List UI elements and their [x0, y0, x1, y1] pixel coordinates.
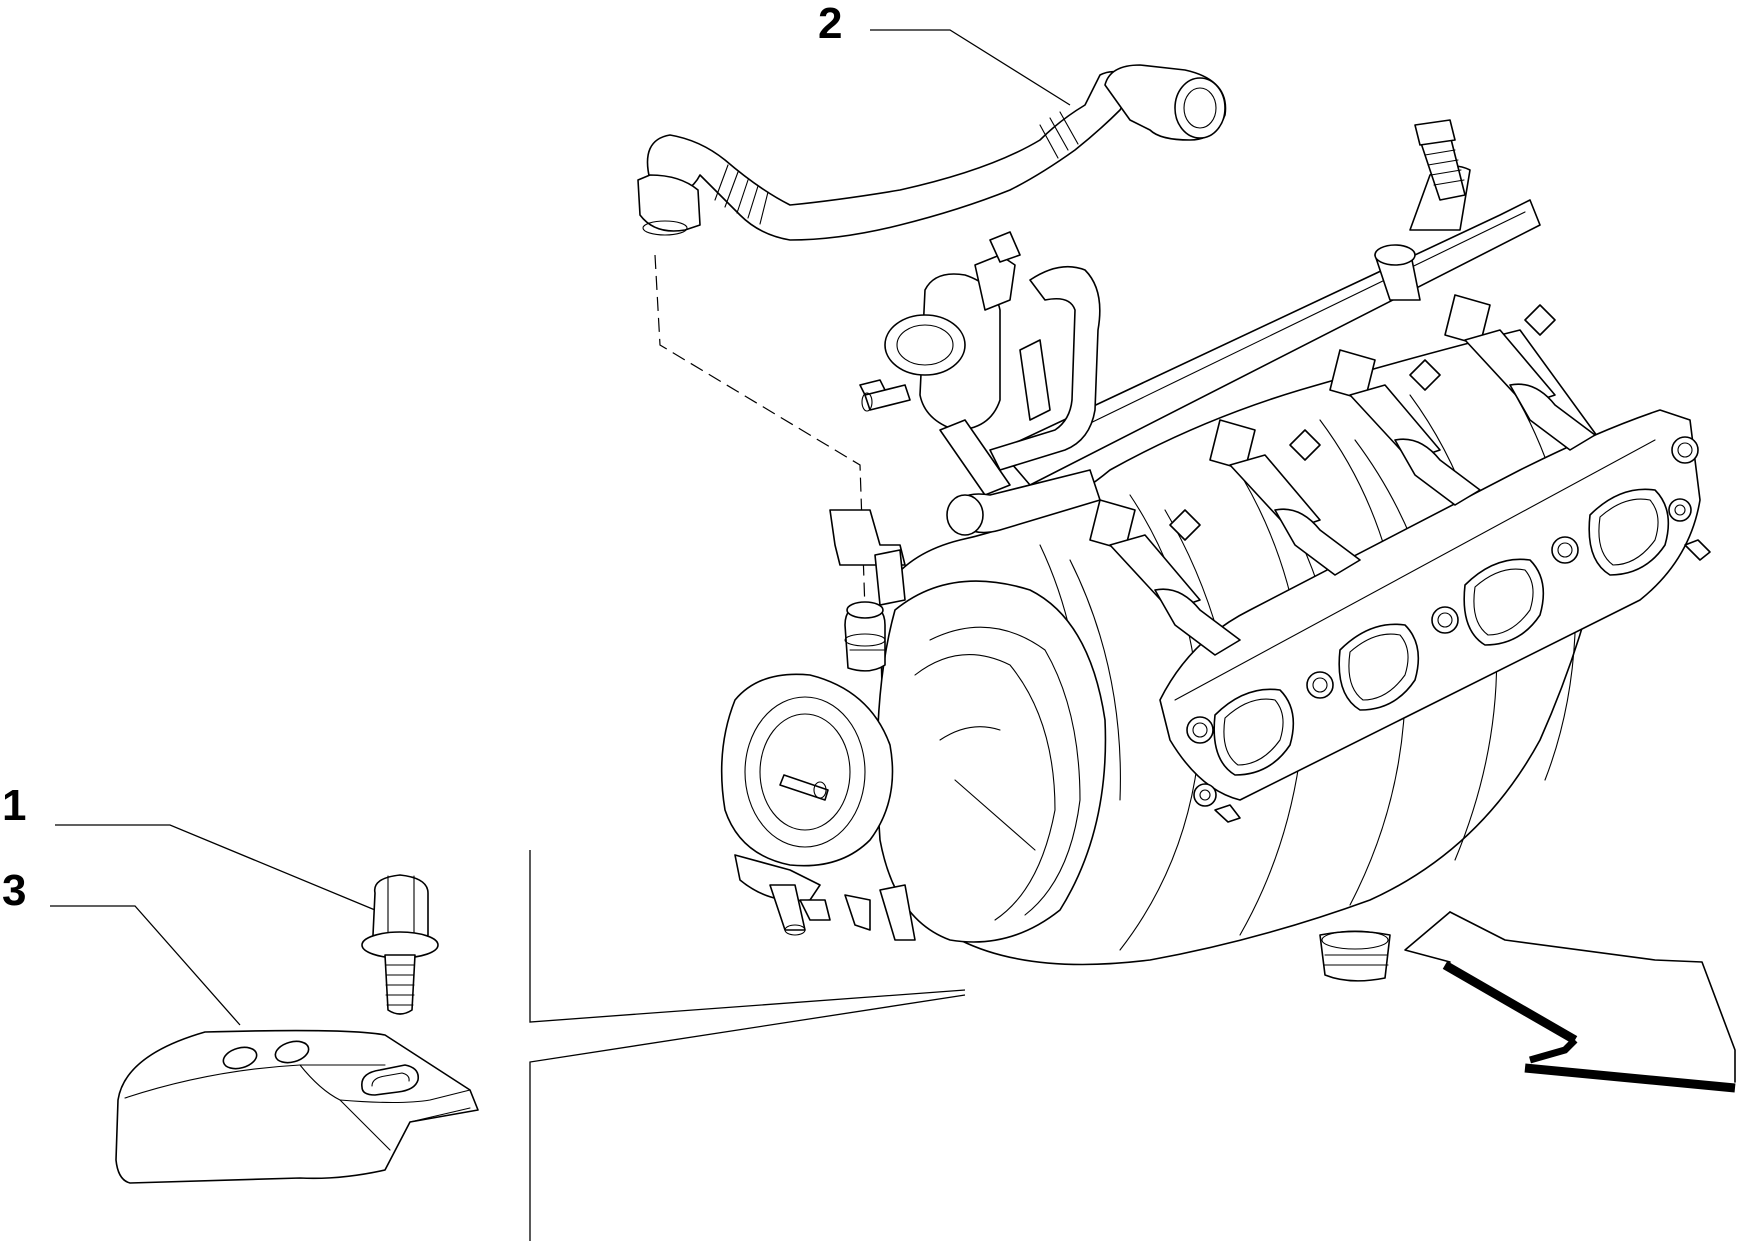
injector-3	[1329, 349, 1481, 506]
assembly-dash-line	[654, 254, 866, 611]
breather-hose-part-2	[637, 64, 1227, 241]
callout-3-label: 3	[2, 866, 26, 915]
injector-4	[1444, 294, 1596, 451]
intake-manifold-assembly	[720, 119, 1711, 982]
bracket-part-3	[115, 1029, 479, 1184]
callout-2-leader	[870, 29, 1071, 106]
callout-3-leader	[50, 905, 241, 1026]
callout-1-label: 1	[2, 781, 26, 830]
detail-wedge-lines	[529, 850, 966, 1241]
callout-1-leader	[55, 824, 376, 911]
injector-2	[1209, 419, 1361, 576]
direction-arrow	[1404, 911, 1736, 1093]
injector-1	[1089, 499, 1241, 656]
callout-2-label: 2	[818, 0, 842, 48]
bolt-part-1	[361, 874, 439, 1015]
